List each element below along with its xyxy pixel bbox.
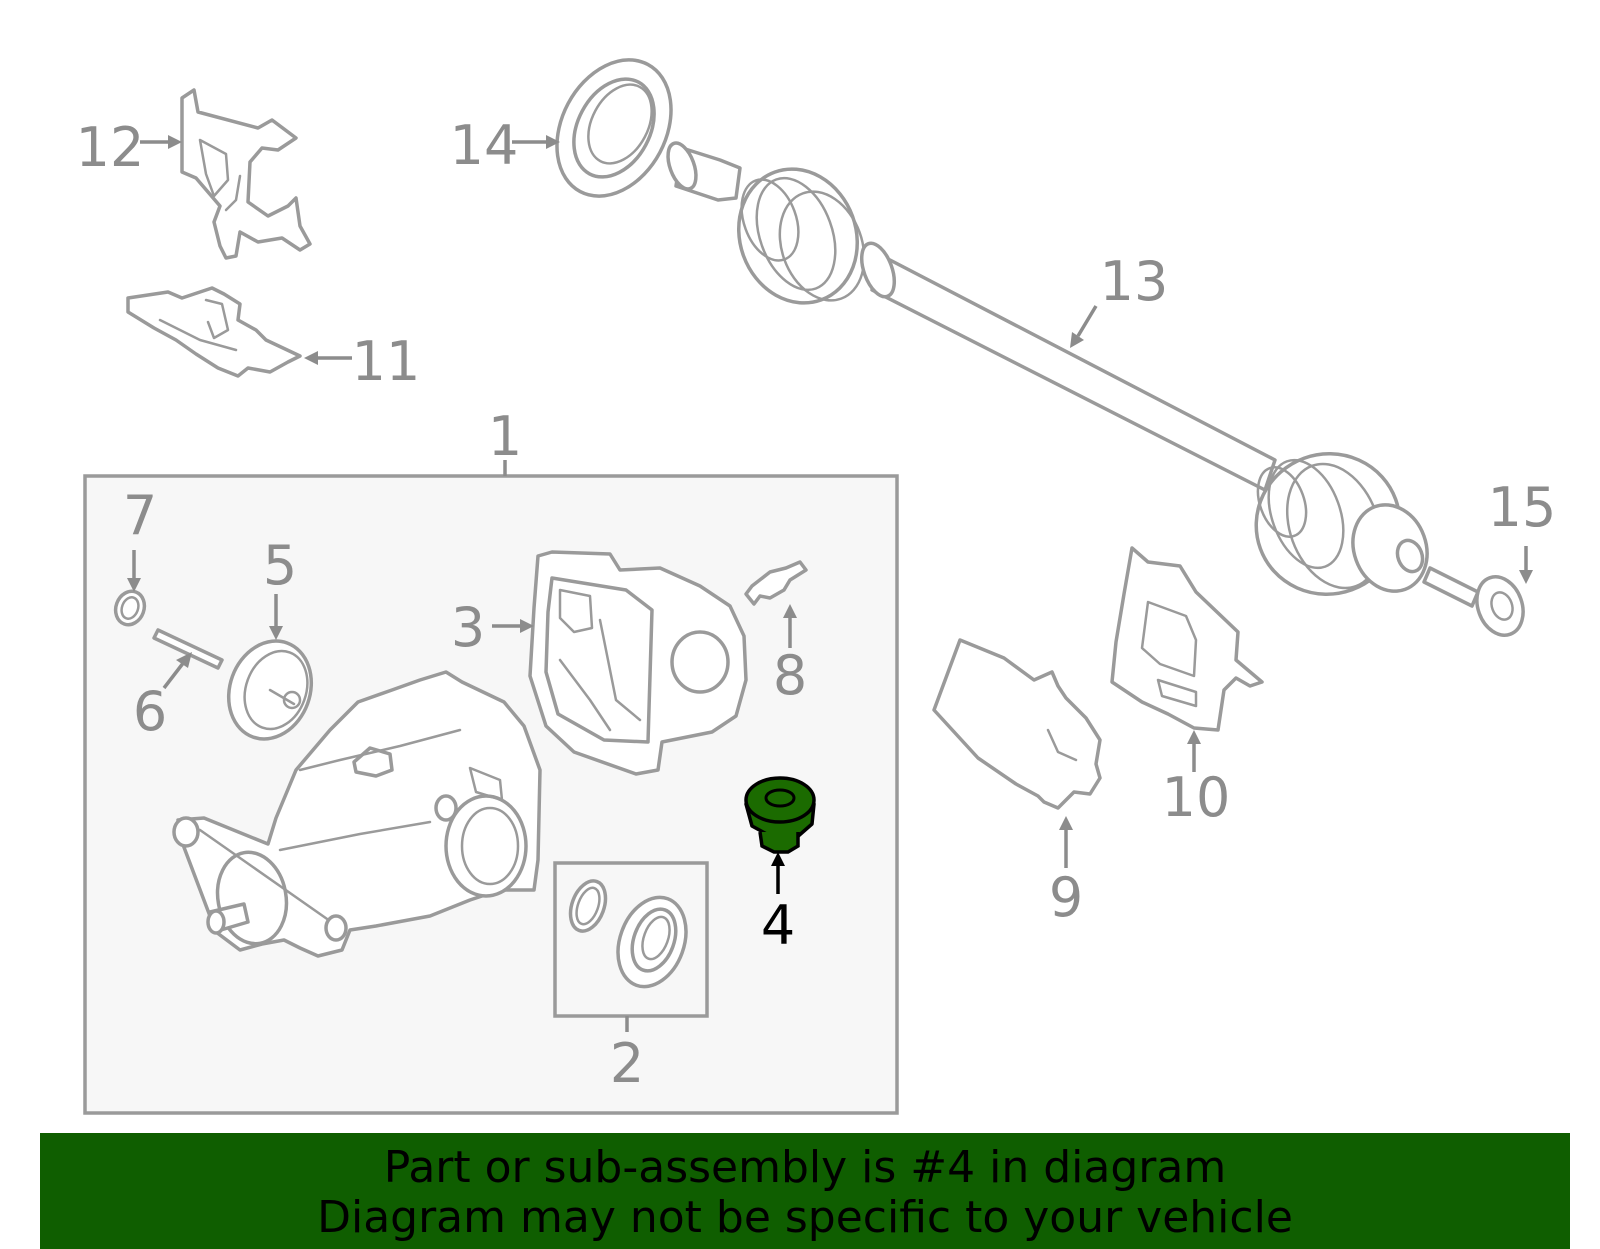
info-banner: Part or sub-assembly is #4 in diagram Di… xyxy=(40,1133,1570,1249)
callout-5: 5 xyxy=(263,534,297,597)
callout-labels: 1 2 3 4 5 6 7 8 9 10 11 12 13 14 15 xyxy=(76,114,1557,1095)
part-7-oring[interactable] xyxy=(111,587,149,629)
part-13-driveshaft[interactable] xyxy=(663,139,1439,614)
callout-10: 10 xyxy=(1162,766,1231,829)
callout-9: 9 xyxy=(1049,866,1083,929)
part-2-seals[interactable] xyxy=(564,876,698,996)
part-6-pin[interactable] xyxy=(152,628,224,670)
callout-14: 14 xyxy=(450,114,519,177)
callout-3: 3 xyxy=(451,596,485,659)
differential-housing[interactable] xyxy=(172,670,542,958)
part-4-plug[interactable] xyxy=(744,776,816,854)
callout-13: 13 xyxy=(1100,250,1169,313)
part-8-sensor[interactable] xyxy=(744,560,808,606)
callout-4: 4 xyxy=(761,894,795,957)
part-3-cover[interactable] xyxy=(528,550,748,776)
callout-8: 8 xyxy=(773,644,807,707)
banner-line-1: Part or sub-assembly is #4 in diagram xyxy=(383,1142,1227,1193)
leader-lines xyxy=(127,135,1533,894)
callout-2: 2 xyxy=(610,1032,644,1095)
part-12-bracket[interactable] xyxy=(180,88,312,260)
callout-7: 7 xyxy=(123,484,157,547)
callout-15: 15 xyxy=(1488,476,1557,539)
callout-1: 1 xyxy=(488,405,522,468)
part-11-shield[interactable] xyxy=(126,286,302,378)
banner-line-2: Diagram may not be specific to your vehi… xyxy=(317,1192,1293,1243)
part-5-flange[interactable] xyxy=(215,629,324,750)
callout-12: 12 xyxy=(76,116,145,179)
part-9-plate[interactable] xyxy=(932,638,1102,810)
callout-6: 6 xyxy=(133,680,167,743)
part-14-seal[interactable] xyxy=(534,40,693,216)
callout-11: 11 xyxy=(352,330,421,393)
part-15-bolt[interactable] xyxy=(1422,566,1531,642)
part-10-cover[interactable] xyxy=(1110,546,1264,732)
